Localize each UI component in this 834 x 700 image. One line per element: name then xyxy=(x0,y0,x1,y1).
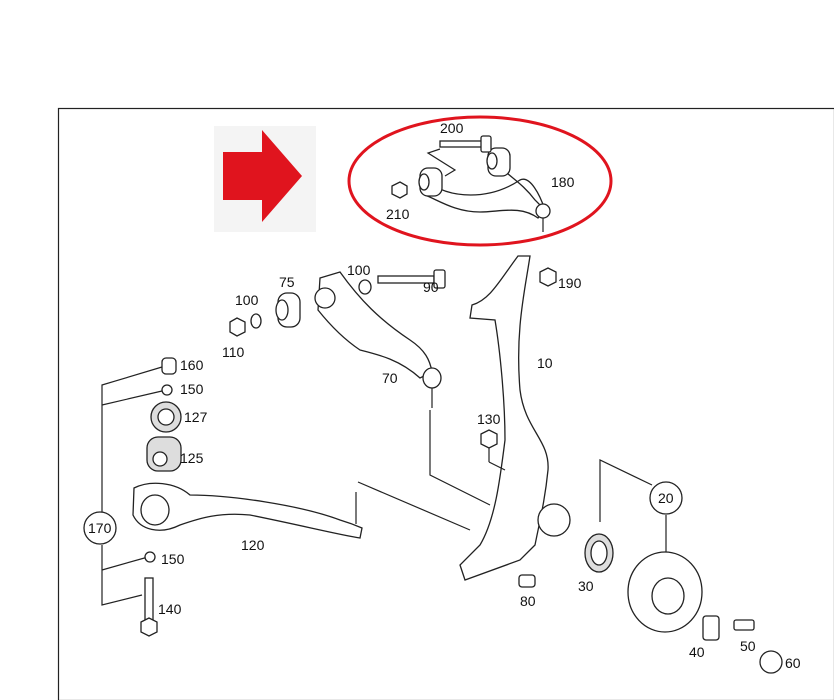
callout-circle-170 xyxy=(83,511,117,545)
right-arrow-icon xyxy=(223,130,302,222)
callout-circle-20 xyxy=(649,481,683,515)
label-100: 100 xyxy=(235,292,259,308)
label-160: 160 xyxy=(180,357,204,373)
diagram-frame xyxy=(57,107,834,700)
label-200: 200 xyxy=(440,120,464,136)
label-130: 130 xyxy=(477,411,501,427)
nut-110 xyxy=(229,317,246,337)
label-150: 150 xyxy=(161,551,185,567)
label-80: 80 xyxy=(520,593,536,609)
label-180: 180 xyxy=(551,174,575,190)
lower-control-arm-120 xyxy=(132,482,363,539)
washer-150b xyxy=(144,551,156,563)
label-20: 20 xyxy=(658,490,674,506)
label-90: 90 xyxy=(423,279,439,295)
label-75: 75 xyxy=(279,274,295,290)
label-40: 40 xyxy=(689,644,705,660)
steering-knuckle-10 xyxy=(459,255,549,581)
washer-100b xyxy=(250,313,262,329)
part-80 xyxy=(518,574,536,588)
label-170: 170 xyxy=(88,520,112,536)
bolt-200 xyxy=(426,135,492,177)
label-70: 70 xyxy=(382,370,398,386)
upper-control-arm-180 xyxy=(418,147,551,232)
leader-20 xyxy=(599,459,653,522)
label-125: 125 xyxy=(180,450,204,466)
label-100: 100 xyxy=(347,262,371,278)
label-190: 190 xyxy=(558,275,582,291)
highlight-ellipse xyxy=(347,115,613,247)
label-110: 110 xyxy=(222,344,245,360)
label-150: 150 xyxy=(180,381,204,397)
part-130 xyxy=(480,429,498,449)
wheel-spindle xyxy=(537,503,571,537)
bolt-50 xyxy=(733,619,755,631)
label-210: 210 xyxy=(386,206,410,222)
ball-joint xyxy=(422,367,442,389)
label-127: 127 xyxy=(184,409,208,425)
label-60: 60 xyxy=(785,655,801,671)
part-40 xyxy=(702,615,720,641)
label-120: 120 xyxy=(241,537,265,553)
label-140: 140 xyxy=(158,601,182,617)
part-160 xyxy=(161,357,177,375)
washer-100a xyxy=(358,279,372,295)
cap-60 xyxy=(759,650,783,674)
label-30: 30 xyxy=(578,578,594,594)
leader-170 xyxy=(101,366,163,512)
bolt-140 xyxy=(144,577,154,623)
part-190 xyxy=(539,267,557,287)
washer-150a xyxy=(161,384,173,396)
label-10: 10 xyxy=(537,355,553,371)
label-50: 50 xyxy=(740,638,756,654)
nut-210 xyxy=(391,181,408,199)
